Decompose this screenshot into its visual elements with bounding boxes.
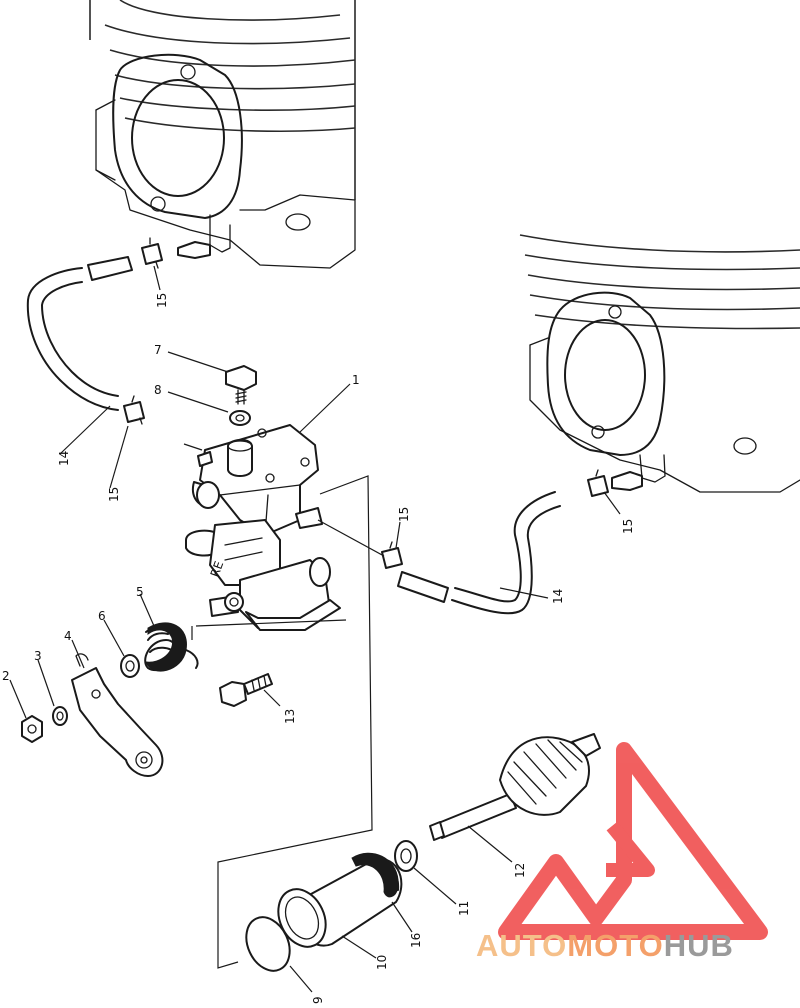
leader-lines: [9, 265, 621, 993]
watermark-hub-text: HUB: [664, 928, 734, 963]
sealing-washer: [229, 410, 251, 426]
callout-13: 13: [283, 709, 297, 724]
automotohub-watermark: AUTOMOTOHUB: [476, 742, 768, 963]
callout-10: 10: [375, 955, 389, 970]
oil-hose-left: [26, 256, 133, 411]
callout-1: 1: [352, 373, 360, 387]
circlip: [245, 916, 291, 972]
oil-hose-right: [397, 491, 561, 615]
callout-12: 12: [513, 863, 527, 878]
callout-4: 4: [64, 629, 72, 643]
washer-3: [52, 706, 68, 726]
callout-5: 5: [136, 585, 144, 599]
automotohub-logo-icon: [498, 742, 768, 940]
pump-drive-shaft: [429, 733, 601, 841]
hose-clamp-top: [141, 237, 163, 269]
washer-6: [120, 654, 140, 678]
callout-8: 8: [154, 383, 162, 397]
lock-nut: [21, 715, 43, 743]
callout-7: 7: [154, 343, 162, 357]
svg-text:AUTOMOTOHUB: AUTOMOTOHUB: [476, 928, 734, 963]
oil-pump-assembly: RE: [185, 424, 341, 631]
hose-clamp-mid-left: [123, 395, 145, 425]
callout-14-right: 14: [551, 589, 565, 604]
callout-3: 3: [34, 649, 42, 663]
assembly-reference-lines: [183, 443, 385, 969]
watermark-moto-text: MOTO: [567, 928, 663, 963]
callout-14-left: 14: [57, 451, 71, 466]
callout-15-top: 15: [155, 293, 169, 308]
pump-control-lever: [71, 653, 164, 777]
banjo-bolt: [225, 365, 257, 405]
callout-15-right: 15: [621, 519, 635, 534]
o-ring-16: [351, 852, 399, 898]
mounting-bolt: [219, 673, 273, 707]
callout-15-mid-right: 15: [397, 507, 411, 522]
callout-6: 6: [98, 609, 106, 623]
thrust-washer: [394, 840, 418, 872]
watermark-auto-text: AUTO: [476, 928, 567, 963]
callout-2: 2: [2, 669, 10, 683]
callout-numbers: 1 2 3 4 5 6 7 8 9 10 11 12 13 14 14 15 1…: [2, 293, 635, 1004]
engine-cylinder-left: [89, 0, 356, 269]
callout-9: 9: [311, 996, 325, 1004]
callout-16: 16: [409, 933, 423, 948]
callout-15-mid-left: 15: [107, 487, 121, 502]
svg-text:RE: RE: [208, 559, 227, 579]
return-spring: [144, 622, 199, 672]
hose-clamp-mid-right: [381, 541, 403, 569]
hose-clamp-right: [587, 469, 609, 497]
callout-11: 11: [457, 901, 471, 916]
engine-cylinder-right: [519, 234, 800, 493]
